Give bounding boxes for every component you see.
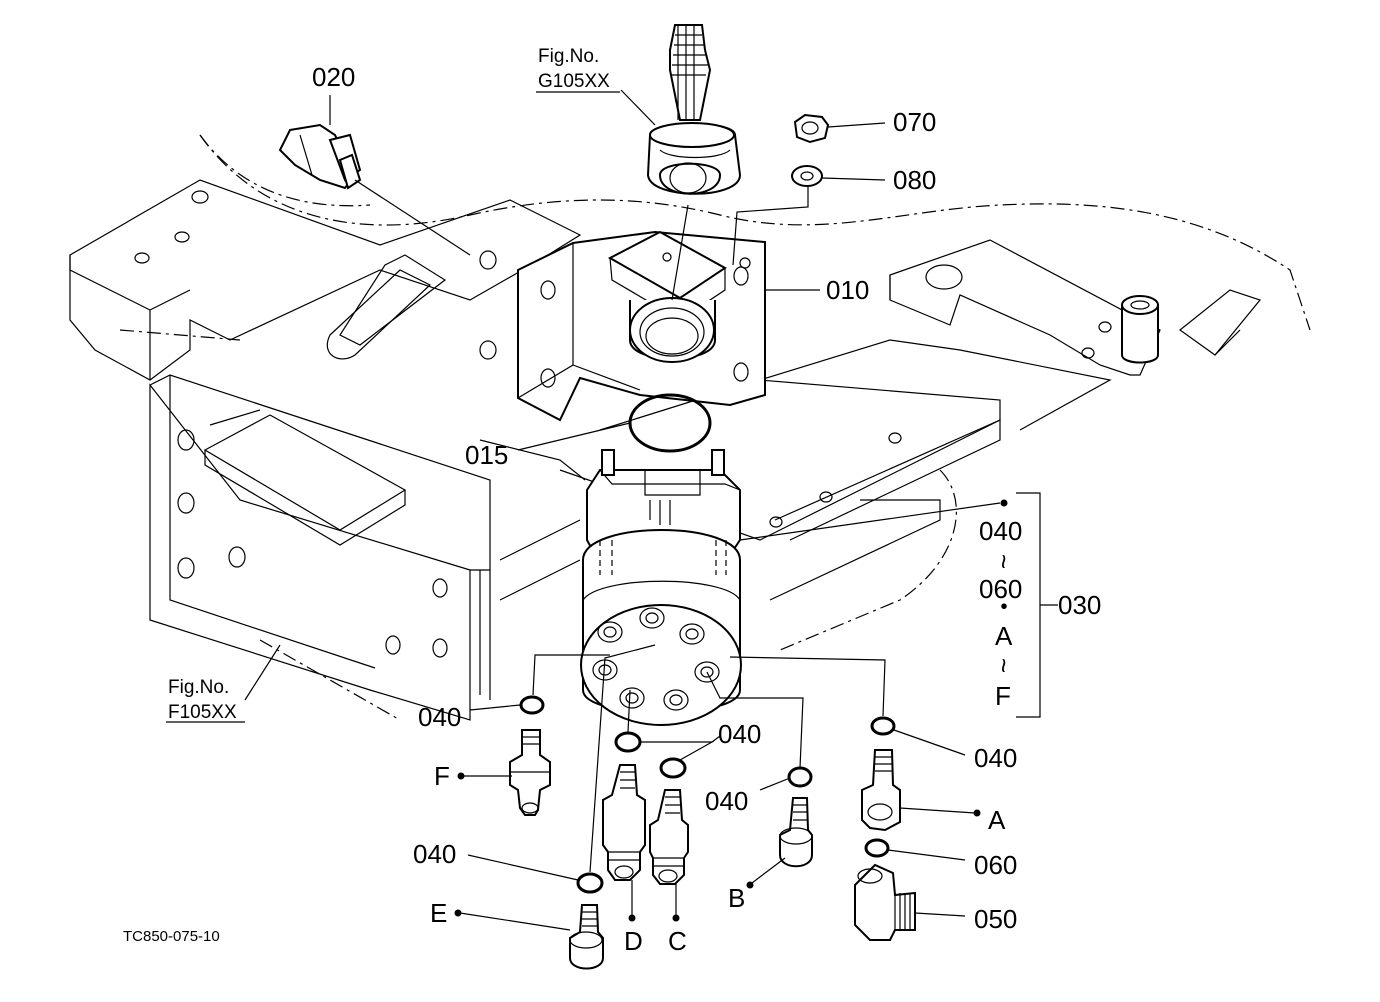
fitting-c [649, 757, 689, 885]
bolt-020 [278, 123, 471, 256]
fig-ref-top-line1: Fig.No. [538, 46, 599, 67]
port-c-label: C [668, 926, 687, 956]
callout-080: 080 [893, 165, 936, 195]
callout-010: 010 [826, 275, 869, 305]
fig-ref-bottom-line1: Fig.No. [168, 677, 229, 698]
callout-050: 050 [974, 904, 1017, 934]
callout-030: 030 [1058, 590, 1101, 620]
callout-020: 020 [312, 62, 355, 92]
fig-ref-bottom-line2: F105XX [168, 702, 237, 723]
range-dot: ・ [991, 592, 1017, 622]
callout-040-left: 040 [418, 702, 461, 732]
leader-lines [244, 89, 1058, 931]
range-top: 040 [979, 516, 1022, 546]
range-tilde-2: ~ [989, 658, 1019, 673]
elbow-050 [854, 863, 916, 941]
o-ring-015 [628, 393, 712, 453]
callout-040-bottom: 040 [413, 839, 456, 869]
port-f-label: F [434, 761, 450, 791]
fitting-f [509, 695, 551, 816]
nut-070 [793, 113, 830, 144]
range-mid: 060 [979, 574, 1022, 604]
bracket-010 [517, 230, 766, 422]
fitting-a [861, 716, 901, 858]
callout-060: 060 [974, 850, 1017, 880]
tractor-frame-outline [119, 134, 1311, 721]
callout-040-right: 040 [974, 743, 1017, 773]
range-tilde-1: ~ [989, 554, 1019, 569]
tractor-frame [69, 179, 1262, 721]
fitting-e [569, 872, 604, 970]
fitting-b [779, 766, 813, 868]
port-e-label: E [430, 898, 447, 928]
drawing-code: TC850-075-10 [123, 928, 220, 945]
callout-070: 070 [893, 107, 936, 137]
washer-080 [732, 165, 823, 266]
range-a: A [995, 621, 1013, 651]
port-a-label: A [988, 805, 1006, 835]
port-holes [592, 607, 720, 711]
labels: Fig.No. G105XX Fig.No. F105XX 020 070 08… [123, 46, 1101, 956]
range-f: F [995, 681, 1011, 711]
steering-unit-030 [580, 449, 742, 726]
steering-shaft [646, 24, 742, 301]
port-d-label: D [624, 926, 643, 956]
callout-040-mid: 040 [705, 786, 748, 816]
fitting-d [602, 731, 646, 881]
callout-015: 015 [465, 440, 508, 470]
callout-040-center: 040 [718, 719, 761, 749]
fig-ref-top-line2: G105XX [538, 71, 610, 92]
port-b-label: B [728, 883, 745, 913]
